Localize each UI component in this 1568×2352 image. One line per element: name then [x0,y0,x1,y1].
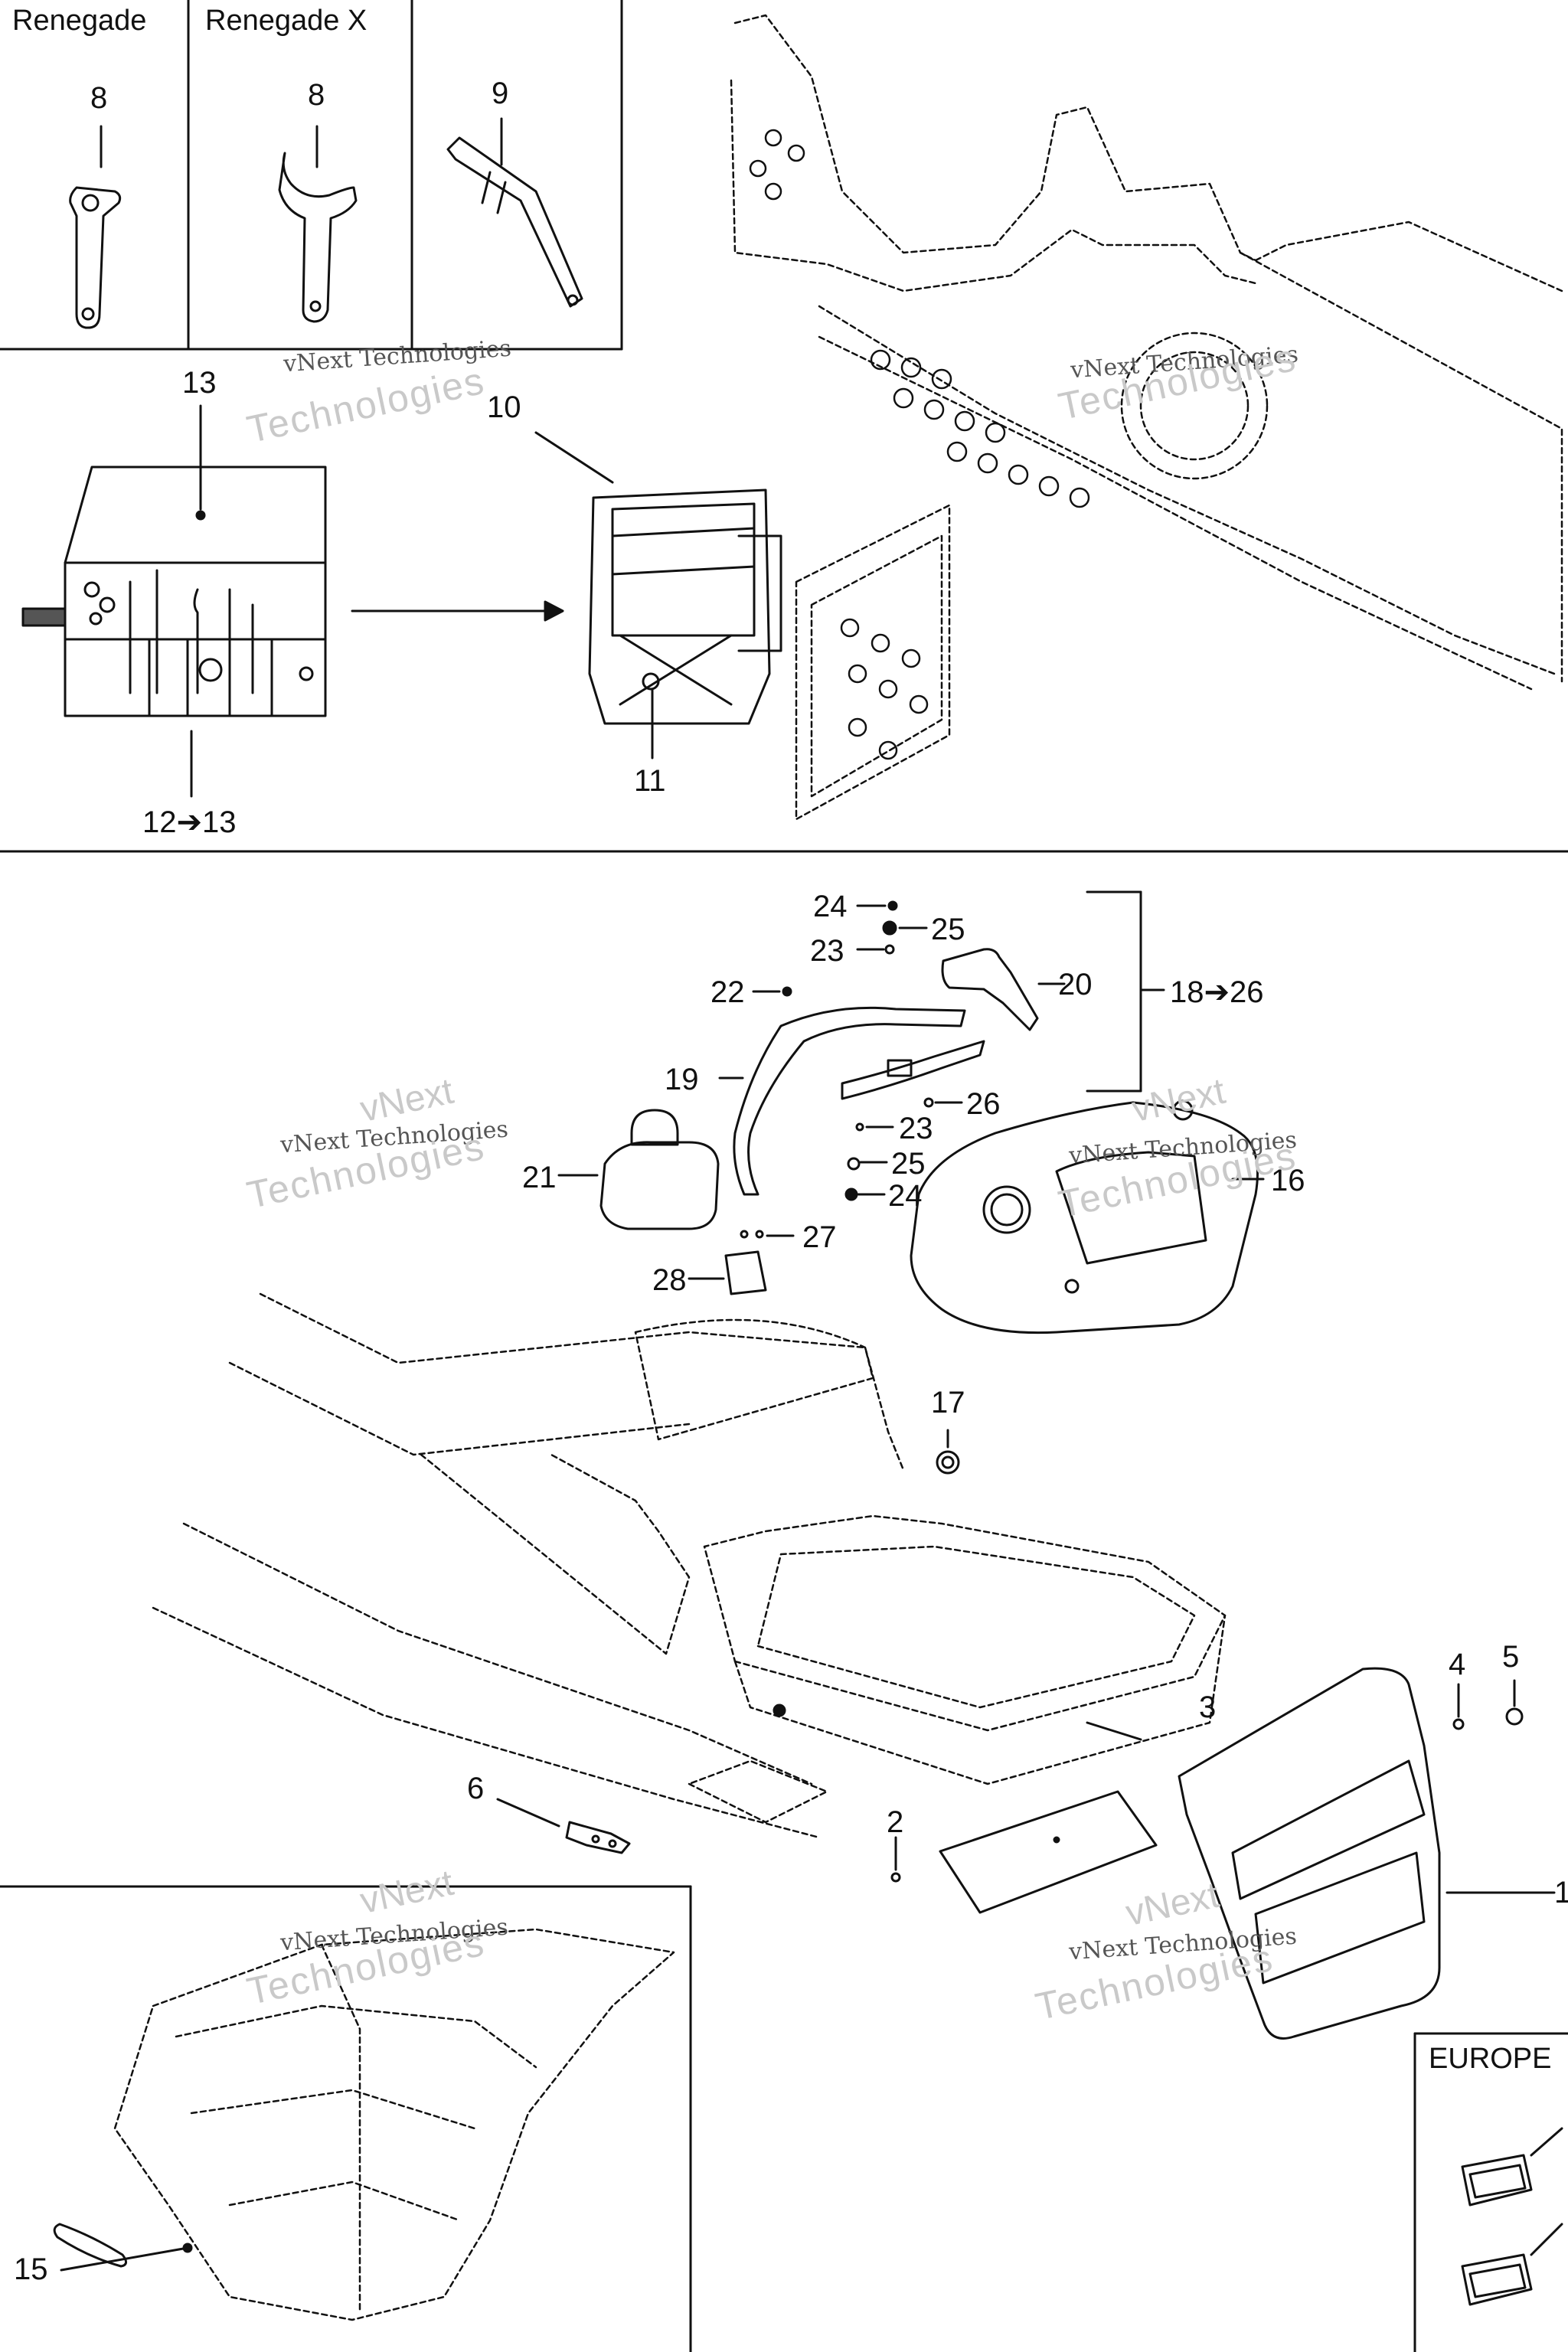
upper-chassis [730,14,1563,821]
shield-15 [53,2223,193,2272]
europe-mat-lower [1461,2223,1563,2306]
fastener-stack-upper [752,900,928,997]
callout-15: 15 [14,2252,48,2286]
callout-5: 5 [1502,1640,1520,1674]
bottle-21 [557,1109,720,1230]
callout-8-renegade: 8 [90,81,108,115]
callout-23-upper: 23 [810,934,844,968]
variant-europe-label: EUROPE [1429,2043,1552,2075]
fastener-4-5 [1452,1679,1524,1730]
callout-22: 22 [710,975,745,1009]
body-shell-inset [113,1928,675,2321]
callout-26: 26 [966,1087,1001,1121]
callout-25-upper: 25 [931,913,965,946]
callout-24-lower: 24 [888,1179,923,1213]
callout-bracket-18-26 [1086,890,1165,1093]
clip-20 [941,948,1066,1031]
callout-8-renegade-x: 8 [308,78,325,112]
callout-27: 27 [802,1220,837,1254]
callout-10: 10 [487,390,521,424]
callout-6: 6 [467,1772,485,1805]
callout-25-lower: 25 [891,1147,926,1181]
fuel-tank-16 [910,1099,1265,1334]
variant-renegade-label: Renegade [12,5,147,37]
callout-9: 9 [492,77,509,110]
flap-3 [939,1721,1158,1914]
wrench-8-renegade-x [278,125,358,323]
callout-1: 1 [1554,1876,1568,1909]
callout-23-lower: 23 [899,1112,933,1145]
callout-13: 13 [182,366,217,400]
fastener-stack-lower [740,1097,963,1239]
callout-19: 19 [665,1063,699,1096]
fastener-17 [936,1429,960,1475]
callout-2: 2 [887,1805,904,1839]
variant-renegade-x-label: Renegade X [205,5,368,37]
bottom-left-inset-border [0,1885,692,2352]
callout-18-26: 18➔26 [1170,975,1264,1009]
upper-chassis-holes [749,129,1090,760]
tool-kit-12-13 [21,404,564,798]
lower-frame [152,1292,1227,1839]
callout-28: 28 [652,1263,687,1297]
tool-9 [446,117,583,308]
callout-12-13: 12➔13 [142,805,237,839]
bracket-28 [688,1250,767,1295]
rear-panel-1 [1178,1667,1556,2040]
callout-21: 21 [522,1161,557,1194]
callout-16: 16 [1271,1164,1305,1197]
callout-17: 17 [931,1386,965,1419]
europe-mat-upper [1461,2127,1563,2207]
strap-19 [718,1006,985,1196]
fastener-2 [890,1836,901,1883]
callout-11: 11 [634,764,666,798]
callout-20: 20 [1058,968,1093,1001]
variant-inset-border [0,0,623,351]
callout-24-upper: 24 [813,890,848,923]
europe-inset-border [1413,2032,1568,2352]
callout-4: 4 [1449,1648,1466,1681]
plate-6 [496,1704,786,1854]
storage-bag-10-11 [534,431,782,760]
callout-3: 3 [1199,1690,1217,1724]
wrench-8-renegade [69,125,122,329]
